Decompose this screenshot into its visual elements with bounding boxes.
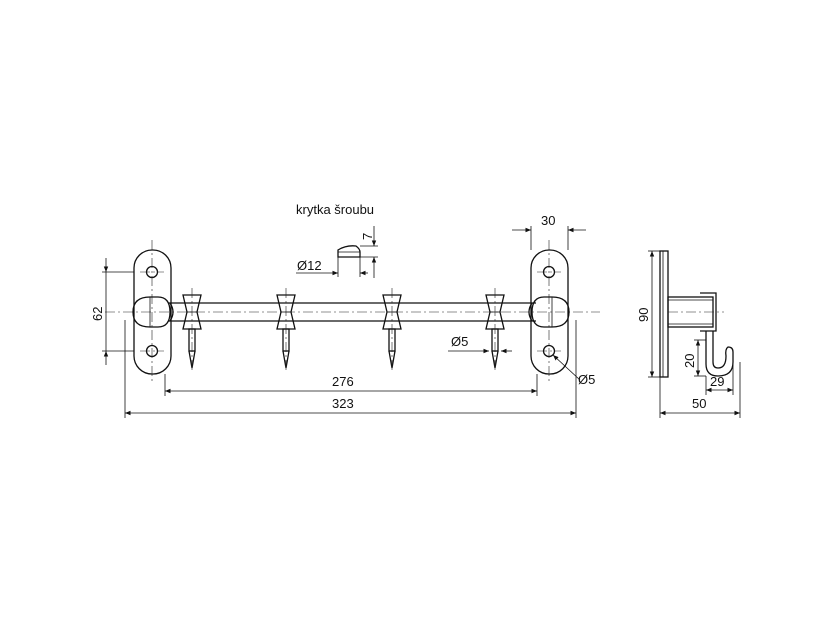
dim-hook-offset: 29 bbox=[710, 374, 724, 389]
rail-rod bbox=[168, 302, 536, 322]
screw-cover-label: krytka šroubu bbox=[296, 202, 374, 217]
front-view bbox=[105, 240, 600, 384]
hook-1 bbox=[182, 288, 202, 372]
right-end-knob bbox=[528, 296, 570, 328]
dim-cover-diameter: Ø12 bbox=[297, 258, 322, 273]
dim-side-height: 90 bbox=[636, 308, 651, 322]
screw-cover-detail: krytka šroubu 7 Ø12 bbox=[296, 202, 378, 278]
hook-3 bbox=[382, 288, 402, 372]
dim-hook-drop: 20 bbox=[682, 354, 697, 368]
hook-4 bbox=[485, 288, 505, 372]
dim-pin-diameter: Ø5 bbox=[451, 334, 468, 349]
dim-mount-width: 30 bbox=[541, 213, 555, 228]
dim-hook-spacing: 276 bbox=[332, 374, 354, 389]
dim-plate-height: 62 bbox=[90, 307, 105, 321]
dim-hole-diameter: Ø5 bbox=[578, 372, 595, 387]
side-view: 90 20 29 50 bbox=[636, 250, 741, 418]
left-mounting-plate bbox=[133, 240, 172, 384]
left-end-knob bbox=[132, 296, 174, 328]
front-dimensions: 30 62 Ø5 Ø5 276 323 bbox=[90, 213, 595, 418]
dim-overall-length: 323 bbox=[332, 396, 354, 411]
hook-2 bbox=[276, 288, 296, 372]
dim-cover-height: 7 bbox=[360, 233, 375, 240]
dim-depth: 50 bbox=[692, 396, 706, 411]
right-mounting-plate bbox=[530, 240, 569, 384]
